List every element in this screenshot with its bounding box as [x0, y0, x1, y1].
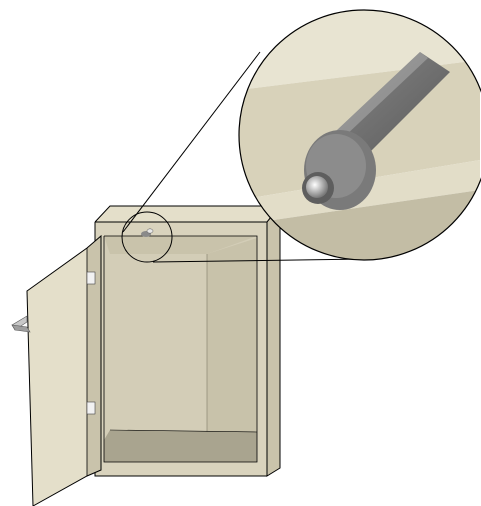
- door-handle-icon: [11, 315, 31, 333]
- callout-leaders: [121, 51, 367, 263]
- callout-small-circle: [121, 211, 173, 263]
- cabinet-interior-ceiling: [104, 236, 257, 254]
- cabinet-interior-side: [207, 238, 257, 432]
- cabinet-top-face: [95, 206, 280, 222]
- door-edge: [87, 236, 101, 476]
- magnifier-callout-circle: [238, 9, 481, 261]
- cabinet-right-side: [267, 206, 280, 476]
- threaded-stud-icon: [302, 52, 450, 210]
- cabinet-door: [11, 234, 102, 506]
- cabinet-interior-floor: [104, 430, 257, 462]
- cabinet-body: [94, 205, 282, 477]
- door-hinge-icon: [86, 271, 96, 285]
- stud-small: [141, 228, 154, 237]
- door-panel: [27, 248, 87, 506]
- door-hinge-icon: [86, 401, 96, 415]
